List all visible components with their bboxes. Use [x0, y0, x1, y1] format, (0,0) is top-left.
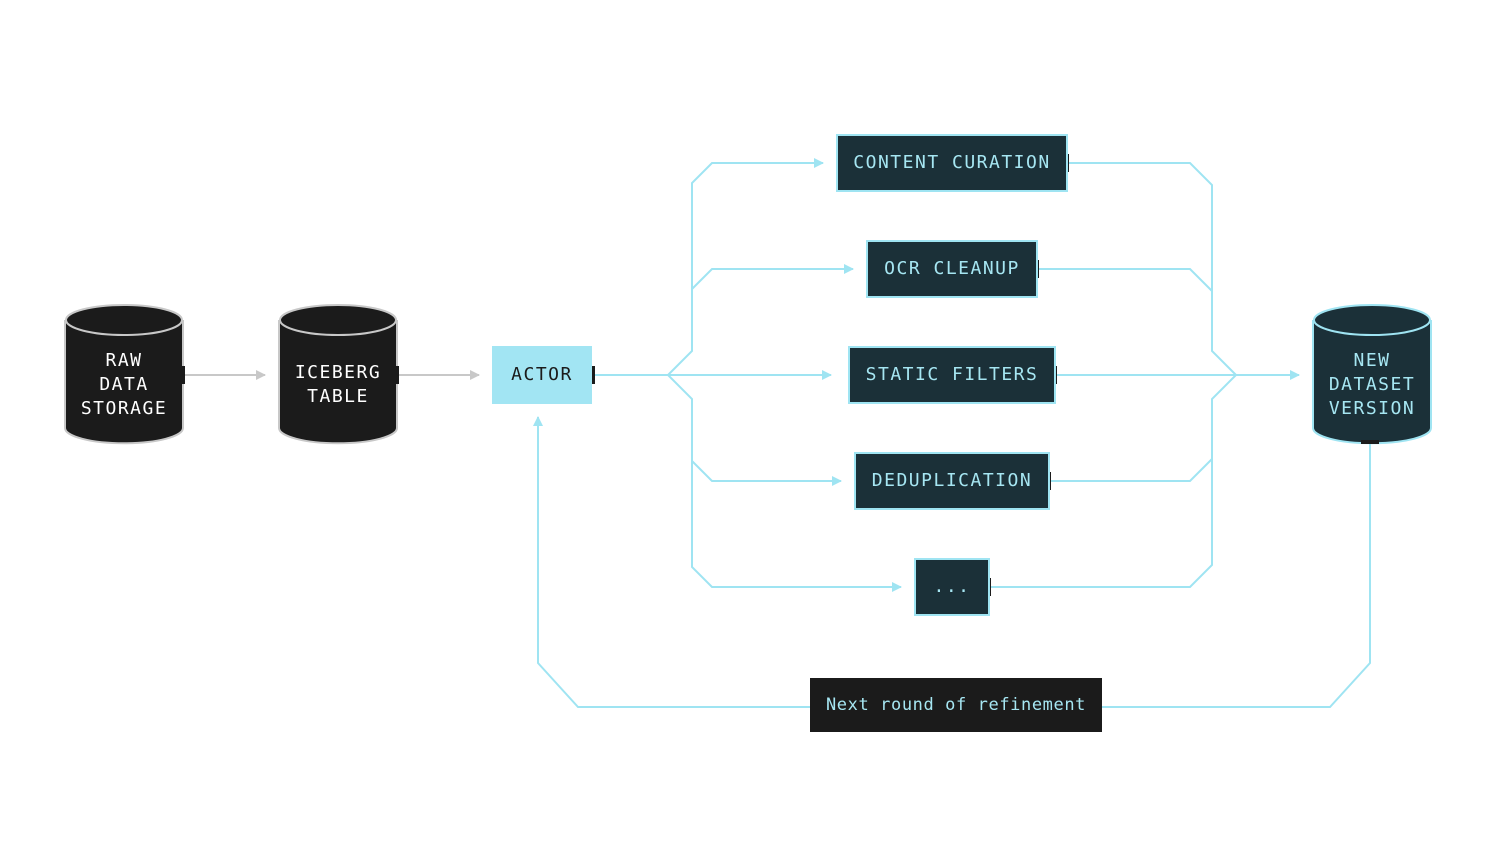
- stage-static-filters: STATIC FILTERS: [848, 346, 1056, 404]
- stage-more: ...: [914, 558, 990, 616]
- iceberg-table-cylinder: [278, 304, 398, 445]
- next-round-label: Next round of refinement: [810, 678, 1102, 732]
- iceberg-table-label: ICEBERG TABLE: [294, 362, 382, 407]
- feedback-loop-connector: [533, 416, 1371, 708]
- raw-storage-cylinder: [64, 304, 184, 445]
- fan-in-connectors: [990, 162, 1300, 588]
- raw-data-storage-label: RAW DATA STORAGE: [80, 350, 168, 419]
- fan-out-connectors: [667, 158, 902, 592]
- stage-ocr-cleanup: OCR CLEANUP: [866, 240, 1038, 298]
- new-dataset-version-label: NEW DATASET VERSION: [1328, 350, 1416, 419]
- actor-box: ACTOR: [492, 346, 592, 404]
- stage-content-curation: CONTENT CURATION: [836, 134, 1068, 192]
- stage-deduplication: DEDUPLICATION: [854, 452, 1050, 510]
